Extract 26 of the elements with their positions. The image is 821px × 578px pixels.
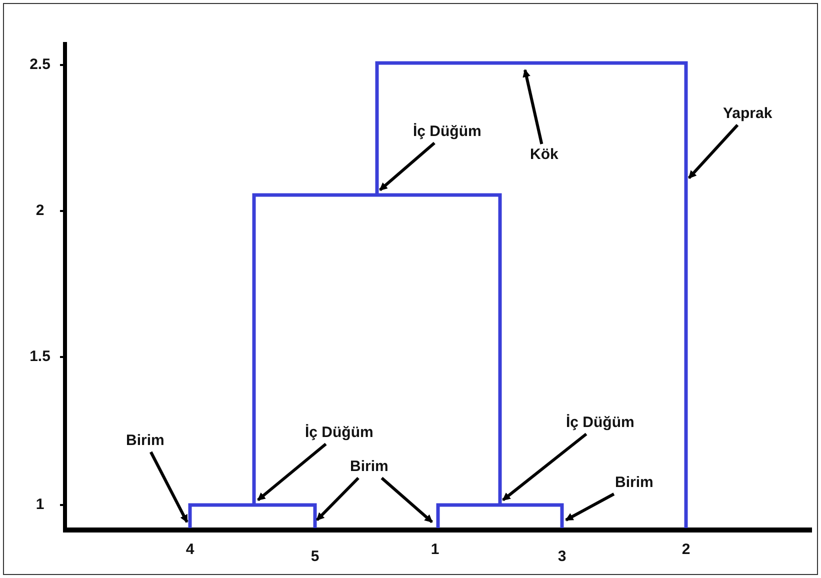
axis-tick-label: 2.5 xyxy=(30,56,50,74)
leader-arrow xyxy=(150,451,188,523)
leader-arrow xyxy=(379,142,436,192)
annotation-label: İç Düğüm xyxy=(566,414,634,432)
leader-arrow xyxy=(380,476,433,524)
leader-arrow xyxy=(502,432,588,502)
leaf-number: 3 xyxy=(558,548,566,566)
leaf-number: 4 xyxy=(186,541,194,559)
annotation-label: Birim xyxy=(615,474,654,492)
annotation-label: Yaprak xyxy=(723,105,772,123)
leaf-number: 2 xyxy=(682,541,690,559)
leader-arrow xyxy=(565,492,615,522)
annotation-label: Birim xyxy=(126,432,164,450)
annotation-label: Kök xyxy=(530,146,558,164)
leader-arrow xyxy=(257,442,327,502)
annotation-label: İç Düğüm xyxy=(413,123,482,141)
leader-arrow xyxy=(688,124,739,180)
annotation-label: İç Düğüm xyxy=(305,424,374,442)
leaf-number: 1 xyxy=(430,541,440,559)
axis-tick-label: 2 xyxy=(36,202,44,220)
leaf-number: 5 xyxy=(310,548,320,566)
annotation-label: Birim xyxy=(350,458,388,476)
axis-tick-label: 1.5 xyxy=(30,348,50,366)
axis-tick-label: 1 xyxy=(36,496,44,514)
leader-arrow xyxy=(522,69,544,144)
leader-arrow xyxy=(316,476,360,522)
